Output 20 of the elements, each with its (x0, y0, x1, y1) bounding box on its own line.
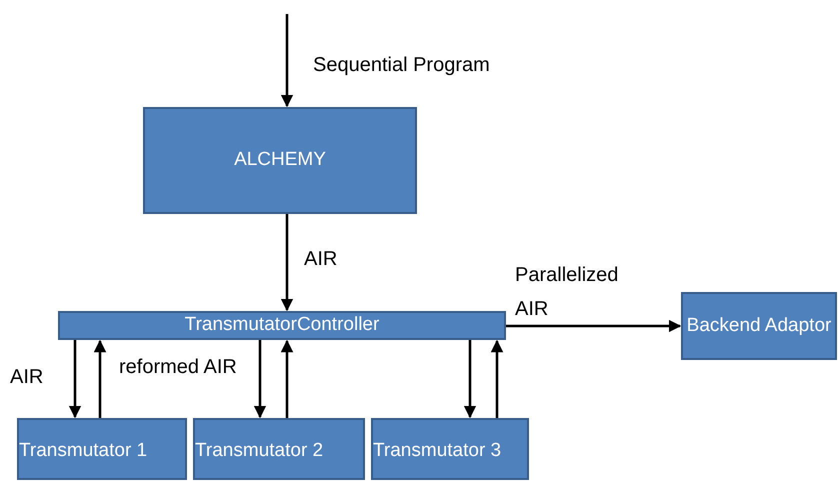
edge-label: AIR (304, 247, 338, 272)
edge-label: reformed AIR (119, 355, 238, 380)
process-box: Transmutator 2 (193, 418, 365, 480)
arrow (68, 340, 82, 418)
arrow (490, 340, 504, 418)
process-box: Backend Adaptor (681, 292, 837, 360)
process-box: Transmutator 1 (17, 418, 187, 480)
arrow (280, 340, 294, 418)
arrow (506, 320, 682, 332)
arrow (254, 340, 266, 418)
edge-label: Parallelized AIR (515, 263, 620, 322)
arrow (94, 340, 106, 418)
arrow (464, 340, 476, 418)
edge-label: Sequential Program (313, 53, 491, 78)
edge-label: AIR (10, 365, 44, 390)
process-box: TransmutatorController (58, 311, 506, 340)
arrow (280, 14, 294, 108)
arrow (280, 214, 294, 312)
process-box: Transmutator 3 (371, 418, 529, 480)
process-box: ALCHEMY (143, 107, 417, 214)
